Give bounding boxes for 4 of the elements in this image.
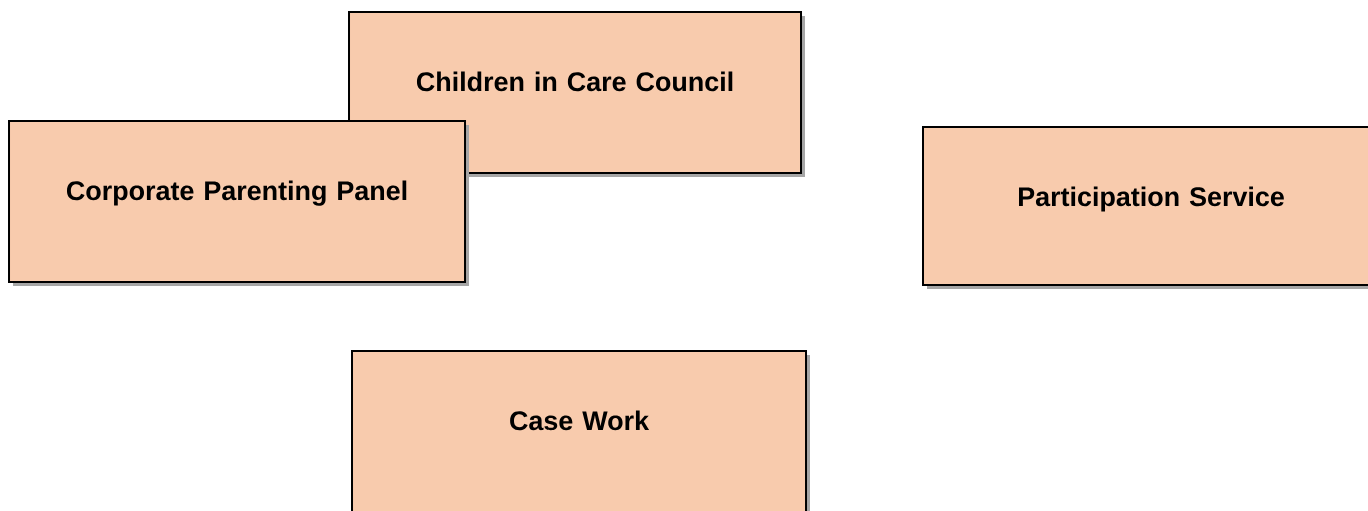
process-box: Corporate Parenting Panel [8, 120, 469, 286]
process-box: Participation Service [922, 126, 1368, 289]
process-box: Case Work [351, 350, 810, 511]
process-box: Children in Care Council [348, 11, 805, 177]
